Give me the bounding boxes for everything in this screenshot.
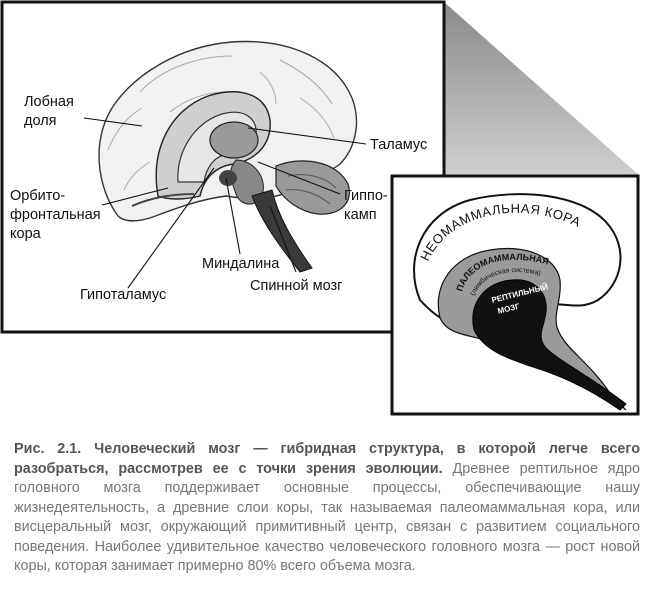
figure-caption: Рис. 2.1. Человеческий мозг — гибридная … bbox=[14, 440, 640, 577]
label-frontal-lobe: Лобная bbox=[24, 94, 74, 110]
brain-illustration bbox=[98, 40, 358, 273]
zoom-connector-top bbox=[392, 2, 640, 176]
label-thalamus: Таламус bbox=[370, 137, 427, 153]
label-hippocampus-line2: камп bbox=[344, 207, 377, 223]
caption-title: Рис. 2.1. Человеческий мозг — гибридная … bbox=[14, 441, 640, 477]
label-hypothalamus: Гипоталамус bbox=[80, 287, 166, 303]
reptilian-layer bbox=[472, 279, 627, 411]
label-amygdala: Миндалина bbox=[202, 256, 280, 272]
label-hippocampus: Гиппо- bbox=[344, 188, 388, 204]
label-orbitofrontal-line3: кора bbox=[10, 226, 42, 242]
label-orbitofrontal: Орбито- bbox=[10, 188, 65, 204]
caption-text: Древнее рептильное ядро головного мозга … bbox=[14, 460, 640, 575]
figure: Лобная доля Орбито- фронтальная кора Тал… bbox=[0, 0, 640, 416]
triune-brain-diagram bbox=[413, 193, 627, 411]
label-spinal-cord: Спинной мозг bbox=[250, 278, 342, 294]
label-frontal-lobe-line2: доля bbox=[24, 113, 57, 129]
label-orbitofrontal-line2: фронтальная bbox=[10, 207, 101, 223]
label-pointers bbox=[83, 117, 367, 289]
